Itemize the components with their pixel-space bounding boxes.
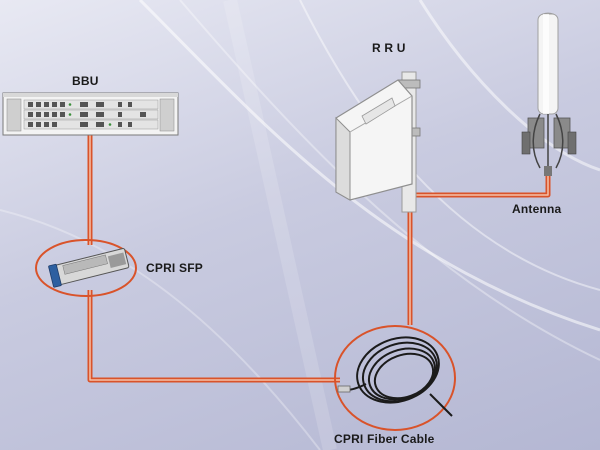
rru-unit-icon — [335, 71, 421, 213]
sfp-module-icon — [35, 239, 137, 297]
cpri-sfp-label: CPRI SFP — [146, 261, 203, 275]
link-sfp-fiber — [87, 290, 340, 383]
bbu-label: BBU — [72, 74, 99, 88]
link-rru-antenna — [410, 175, 551, 198]
antenna-icon — [521, 12, 577, 176]
bbu-rack-icon — [2, 92, 179, 136]
fiber-cable-coil-icon — [334, 325, 456, 431]
cpri-links — [87, 135, 551, 383]
antenna-label: Antenna — [512, 202, 562, 216]
cpri-fiber-cable-label: CPRI Fiber Cable — [334, 432, 435, 446]
rru-label: R R U — [372, 41, 406, 55]
